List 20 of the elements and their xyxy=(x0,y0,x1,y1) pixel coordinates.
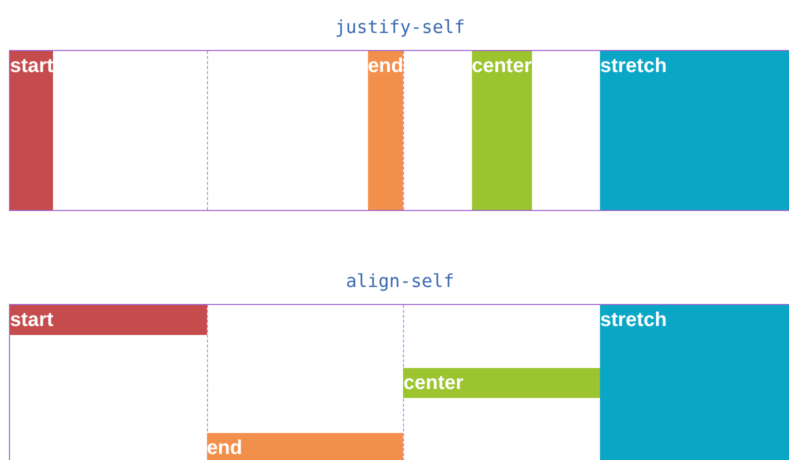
grid-heading: align-self xyxy=(344,270,456,294)
grid-item xyxy=(472,51,532,210)
grid-item xyxy=(10,51,54,210)
item-label: stretch xyxy=(600,308,668,333)
grid-item xyxy=(403,368,600,398)
grid-item xyxy=(600,51,789,210)
item-label: start xyxy=(10,308,54,333)
grid-heading: justify-self xyxy=(334,16,466,40)
item-label: end xyxy=(206,436,244,460)
grid-container xyxy=(9,50,789,211)
grid-item xyxy=(206,433,404,460)
item-label: center xyxy=(403,371,464,396)
item-label: stretch xyxy=(600,54,668,79)
grid-item xyxy=(600,305,789,460)
grid-item xyxy=(368,51,404,210)
item-label: end xyxy=(368,54,404,79)
item-label: center xyxy=(472,54,532,79)
grid-container xyxy=(9,304,789,460)
item-label: start xyxy=(10,54,54,79)
grid-item xyxy=(10,305,207,335)
